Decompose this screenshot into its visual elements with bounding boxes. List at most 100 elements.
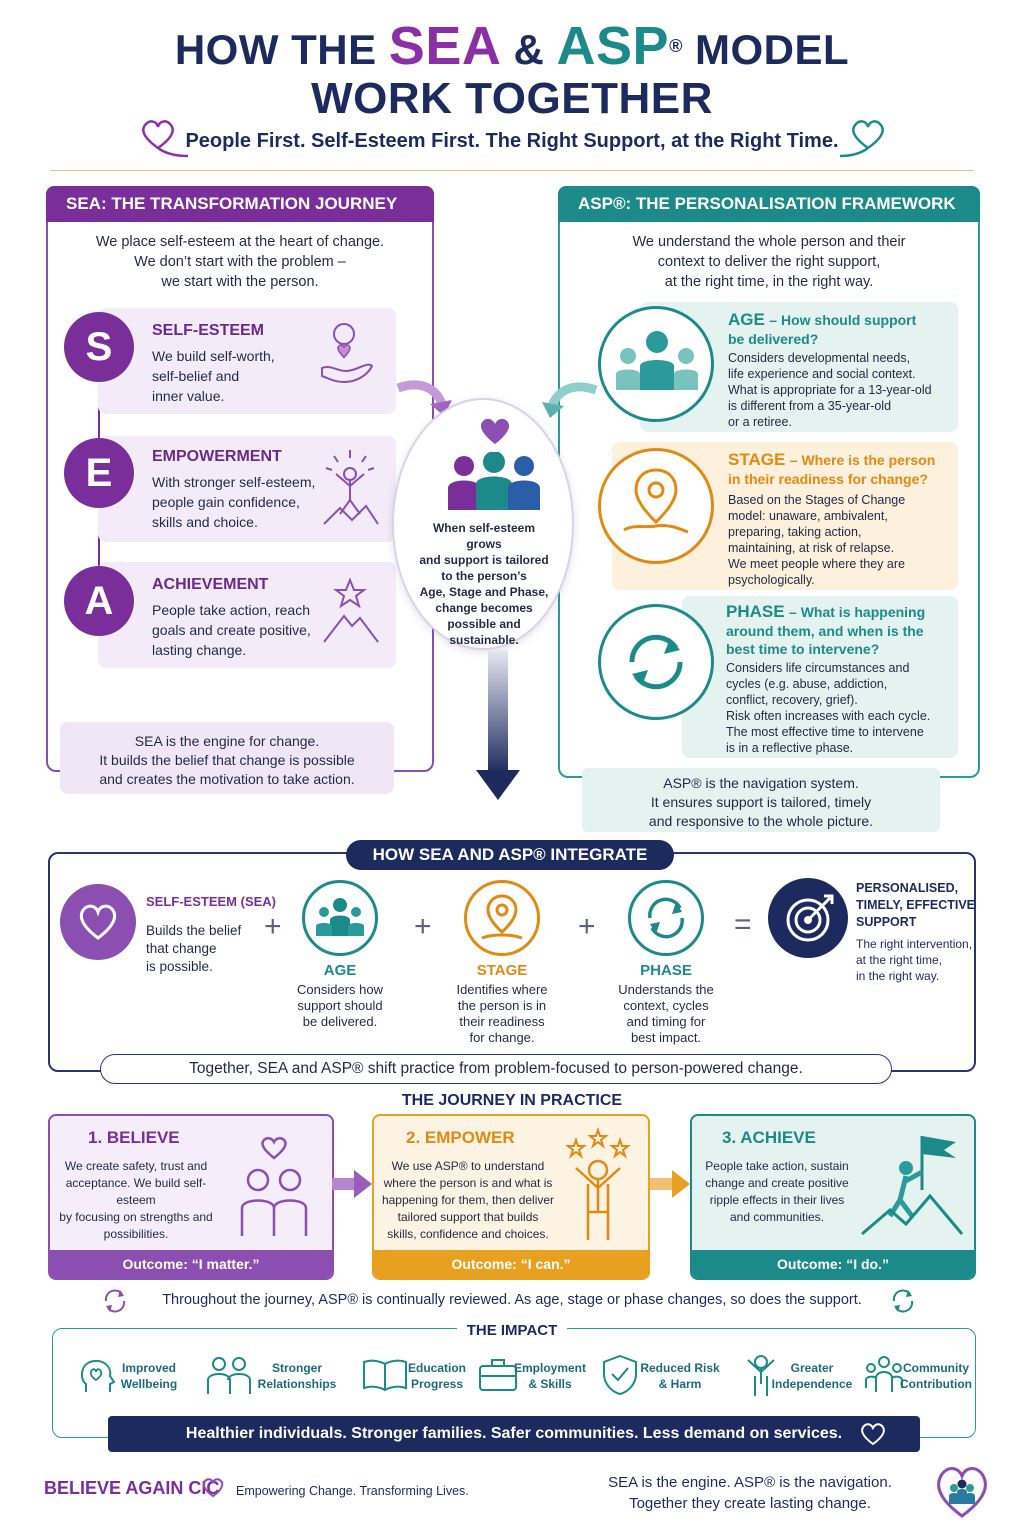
cycle-arrows-icon-small <box>648 897 684 939</box>
empower-outcome: Outcome: “I can.” <box>374 1250 648 1278</box>
heart-icon-right <box>839 120 884 158</box>
believe-body: We create safety, trust and acceptance. … <box>59 1159 213 1241</box>
star-mountain-icon <box>323 577 379 643</box>
integrate-age-desc: Considers how support should be delivere… <box>297 982 383 1029</box>
believe-outcome: Outcome: “I matter.” <box>50 1250 332 1278</box>
impact-label-wellbeing: Improved Wellbeing <box>120 1361 178 1391</box>
journey-note: Throughout the journey, ASP® is continua… <box>162 1292 862 1308</box>
center-text: When self-esteem grows and support is ta… <box>419 521 549 647</box>
head-heart-icon <box>80 1360 116 1392</box>
journey-heading: THE JOURNEY IN PRACTICE <box>401 1092 623 1109</box>
asp-footer: ASP® is the navigation system. It ensure… <box>582 768 940 832</box>
integrate-result-body: The right intervention, at the right tim… <box>856 937 973 983</box>
integrate-sea-title: SELF-ESTEEM (SEA) <box>146 894 277 909</box>
footer-summary: SEA is the engine. ASP® is the navigatio… <box>608 1474 892 1512</box>
heart-icon-bar <box>861 1423 885 1446</box>
integrate-stage-label: STAGE <box>476 962 528 979</box>
group-people-icon-small <box>316 898 364 936</box>
hand-heart-icon <box>321 323 374 384</box>
logo-heart-people-icon <box>937 1467 987 1518</box>
phase-circle <box>628 880 704 956</box>
impact-heading: THE IMPACT <box>0 1322 1024 1339</box>
page-title-line1: HOW THE SEA & ASP® MODEL <box>174 16 850 76</box>
self-esteem-body: We build self-worth, self-belief and inn… <box>152 348 275 404</box>
plus-3: + <box>578 910 596 943</box>
phase-ring <box>598 604 714 720</box>
brand-name: BELIEVE AGAIN CIC <box>44 1478 220 1498</box>
integrate-result-title: PERSONALISED, TIMELY, EFFECTIVE SUPPORT <box>856 881 976 929</box>
letter-s: S <box>64 312 134 382</box>
sea-intro: We place self-esteem at the heart of cha… <box>95 234 385 290</box>
target-icon <box>786 894 834 942</box>
empowerment-title: EMPOWERMENT <box>152 448 282 465</box>
heart-icon-left <box>142 120 189 158</box>
curved-arrow-right <box>542 382 598 418</box>
person-flag-mountain-icon <box>861 1136 964 1236</box>
tagline: People First. Self-Esteem First. The Rig… <box>185 130 839 152</box>
refresh-icon-left <box>104 1289 126 1313</box>
age-body: Considers developmental needs, life expe… <box>728 351 932 429</box>
brand-heart-icon <box>202 1478 224 1498</box>
impact-label-education: Education Progress <box>407 1361 466 1391</box>
integrate-stage-desc: Identifies where the person is in their … <box>456 982 548 1045</box>
achieve-title: 3. ACHIEVE <box>722 1128 816 1147</box>
sea-card-self-esteem <box>98 308 396 414</box>
page-title-line2: WORK TOGETHER <box>311 74 713 123</box>
book-icon <box>363 1359 407 1392</box>
impact-label-relationships: Stronger Relationships <box>257 1361 337 1391</box>
plus-2: + <box>414 910 432 943</box>
achievement-body: People take action, reach goals and crea… <box>152 602 311 658</box>
empower-body: We use ASP® to understand where the pers… <box>381 1159 555 1241</box>
asp-heading: ASP®: THE PERSONALISATION FRAMEWORK <box>558 186 980 222</box>
equals-sign: = <box>734 908 752 941</box>
achieve-body: People take action, sustain change and c… <box>705 1159 849 1224</box>
heart-outline-icon <box>79 904 117 940</box>
curved-arrow-left <box>396 380 452 416</box>
down-arrow <box>476 650 520 800</box>
shield-check-icon <box>603 1354 637 1396</box>
plus-1: + <box>264 910 282 943</box>
header-divider <box>50 170 974 171</box>
impact-bar: Healthier individuals. Stronger families… <box>108 1416 920 1452</box>
sea-card-empowerment <box>98 436 396 542</box>
letter-a: A <box>64 566 134 636</box>
asp-card-phase <box>682 596 958 758</box>
sea-card-achievement <box>98 562 396 668</box>
briefcase-icon <box>479 1359 517 1391</box>
title-sea: SEA <box>388 16 502 76</box>
stage-body: Based on the Stages of Change model: una… <box>728 493 906 587</box>
cycle-arrows-icon <box>629 634 683 690</box>
integrate-footer: Together, SEA and ASP® shift practice fr… <box>100 1054 892 1084</box>
community-icon <box>865 1356 903 1392</box>
age-heading: AGE – How should support be delivered? <box>728 310 917 347</box>
two-people-heart-icon <box>240 1137 308 1236</box>
believe-title: 1. BELIEVE <box>88 1128 180 1147</box>
achieve-outcome: Outcome: “I do.” <box>692 1250 974 1278</box>
integrate-phase-desc: Understands the context, cycles and timi… <box>618 982 714 1045</box>
empowerment-body: With stronger self-esteem, people gain c… <box>152 474 316 530</box>
impact-label-reduced-risk: Reduced Risk & Harm <box>640 1361 720 1391</box>
journey-arrow-1 <box>332 1170 372 1198</box>
stage-ring <box>598 448 714 564</box>
impact-label-independence: Greater Independence <box>771 1361 853 1391</box>
integrate-age-label: AGE <box>323 962 357 979</box>
person-raised-arms-icon <box>747 1355 775 1396</box>
heart-icon-center <box>480 418 510 444</box>
sea-footer: SEA is the engine for change. It builds … <box>60 722 394 794</box>
journey-arrow-2 <box>650 1170 690 1198</box>
person-stars-icon <box>565 1126 631 1240</box>
sea-heart-circle <box>60 884 136 960</box>
stage-circle <box>464 880 540 956</box>
refresh-icon-right <box>892 1289 914 1313</box>
impact-label-community: Community Contribution <box>900 1361 972 1391</box>
location-pin-icon <box>623 468 689 534</box>
phase-body: Considers life circumstances and cycles … <box>726 661 931 755</box>
achievement-title: ACHIEVEMENT <box>152 576 269 593</box>
title-asp: ASP <box>556 16 670 76</box>
center-oval <box>392 398 574 650</box>
asp-intro: We understand the whole person and their… <box>632 234 906 290</box>
integrate-sea-body: Builds the belief that change is possibl… <box>146 923 242 974</box>
group-people-icon <box>616 331 698 390</box>
letter-e: E <box>64 438 134 508</box>
phase-heading: PHASE – What is happening around them, a… <box>726 602 926 657</box>
